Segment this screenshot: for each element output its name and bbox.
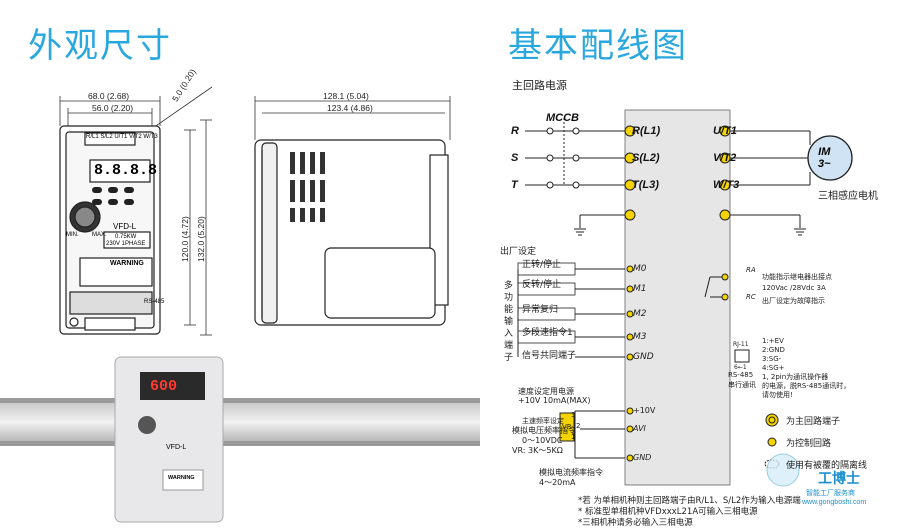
wiring-diagram — [517, 109, 853, 487]
current-cmd-2: 4～20mA — [539, 478, 576, 487]
rs485-serial: 串行通讯 — [728, 381, 756, 389]
vr-label: VR — [562, 423, 572, 431]
vr-pin-3: 3 — [571, 411, 576, 419]
vr-pin-2: 2 — [576, 422, 581, 430]
factory-setting: 出厂设定 — [500, 247, 537, 257]
term-ra: RA — [746, 266, 756, 274]
master-freq-2: 模拟电压频率指令 — [512, 426, 576, 435]
drawing-min: MIN. — [66, 232, 79, 238]
legend-main: 为主回路端子 — [786, 417, 841, 427]
term-10v: +10V — [633, 406, 656, 415]
photo-model: VFD-L — [166, 444, 187, 451]
output-wt3: W/T3 — [713, 179, 740, 191]
drawing-terminals-top: R/L1 S/L2 U/T1 V/T2 W/T3 — [86, 134, 158, 140]
term-gnd: GND — [633, 352, 654, 362]
photo-display: 600 — [150, 378, 178, 395]
term-rc: RC — [746, 293, 756, 301]
mccb-label: MCCB — [546, 112, 579, 124]
dim-side-inner: 123.4 (4.86) — [327, 103, 373, 113]
dimension-drawing — [0, 86, 480, 523]
term-avi: AVI — [633, 424, 646, 433]
note-3: *三相机种请务必输入三相电源 — [578, 518, 693, 528]
switch-reset: 异常复归 — [522, 305, 559, 315]
relay-desc-3: 出厂设定为故障指示 — [762, 297, 825, 305]
left-title: 外观尺寸 — [28, 26, 172, 66]
rj11-pins: 6←1 — [734, 364, 747, 371]
watermark-url: www.gongboshi.com — [802, 499, 867, 506]
multifunction-label: 多功能输入端子 — [504, 281, 514, 363]
rs485-pin-3: 3:SG- — [762, 355, 782, 363]
right-title: 基本配线图 — [508, 26, 688, 66]
term-m2: M2 — [633, 309, 647, 319]
dim-front-inner: 56.0 (2.20) — [92, 103, 134, 113]
term-m0: M0 — [633, 264, 647, 274]
speed-supply-1: 速度设定用电源 — [518, 387, 574, 396]
rs485-note-3: 请勿使用! — [762, 391, 793, 399]
legend-shield: 使用有被覆的隔离线 — [786, 461, 868, 471]
rs485-pin-1: 1:+EV — [762, 337, 784, 345]
watermark-subtitle: 智能工厂服务商 — [806, 489, 855, 497]
motor-label: IM 3~ — [818, 146, 831, 170]
current-cmd-1: 模拟电流频率指令 — [539, 468, 603, 477]
phase-r: R — [511, 125, 519, 137]
dim-side-outer: 128.1 (5.04) — [323, 91, 369, 101]
rj11-title: RJ-11 — [733, 341, 749, 348]
input-rl1: R(L1) — [632, 125, 661, 137]
legend-control: 为控制回路 — [786, 439, 832, 449]
master-freq-4: VR: 3K～5KΩ — [512, 446, 563, 455]
rs485-pin-2: 2:GND — [762, 346, 785, 354]
relay-desc-1: 功能指示继电器出接点 — [762, 273, 832, 281]
drawing-max: MAX. — [92, 232, 107, 238]
rs485-pin-4: 4:SG+ — [762, 364, 785, 372]
rs485-note-2: 的电源，脱RS-485通讯时， — [762, 382, 851, 390]
switch-multispeed: 多段速指令1 — [522, 328, 573, 338]
speed-supply-2: +10V 10mA(MAX) — [518, 396, 591, 405]
watermark-name: 工博士 — [818, 471, 860, 487]
note-2: * 标准型单相机种VFDxxxL21A可输入三相电源 — [578, 507, 758, 517]
drawing-warning: WARNING — [110, 260, 144, 267]
term-m1: M1 — [633, 284, 647, 294]
master-freq-1: 主速频率设定 — [522, 417, 564, 425]
vr-pin-1: 1 — [571, 433, 576, 441]
dim-front-outer: 68.0 (2.68) — [88, 91, 130, 101]
master-freq-3: 0～10VDC — [522, 436, 563, 445]
rs485-label: RS-485 — [728, 371, 754, 379]
term-m3: M3 — [633, 332, 647, 342]
dim-height-outer: 132.0 (5.20) — [196, 216, 206, 262]
phase-s: S — [511, 152, 519, 164]
rs485-note-1: 1, 2pin为通讯操作器 — [762, 373, 829, 381]
relay-desc-2: 120Vac /28Vdc 3A — [762, 284, 826, 292]
switch-fwd: 正转/停止 — [522, 260, 562, 270]
dim-height-inner: 120.0 (4.72) — [180, 216, 190, 262]
input-tl3: T(L3) — [632, 179, 659, 191]
switch-common: 信号共同端子 — [522, 351, 577, 361]
input-sl2: S(L2) — [632, 152, 660, 164]
main-power-label: 主回路电源 — [512, 79, 567, 92]
drawing-rs485: RS-485 — [144, 299, 165, 305]
drawing-rating-2: 230V 1PHASE — [106, 241, 146, 247]
motor-desc: 三相感应电机 — [818, 191, 878, 202]
drawing-rating-1: 0.75KW — [115, 234, 137, 240]
motor-circle — [807, 135, 853, 181]
phase-t: T — [511, 179, 518, 191]
output-vt2: V/T2 — [713, 152, 737, 164]
note-1: *若 为单相机种则主回路端子由R/L1、S/L2作为输入电源端 — [578, 496, 801, 506]
drawing-display: 8.8.8.8 — [94, 162, 158, 179]
output-ut1: U/T1 — [713, 125, 737, 137]
term-gnd-analog: GND — [633, 453, 652, 462]
photo-warning: WARNING — [168, 475, 195, 481]
drawing-model: VFD-L — [113, 222, 137, 231]
switch-rev: 反转/停止 — [522, 280, 562, 290]
